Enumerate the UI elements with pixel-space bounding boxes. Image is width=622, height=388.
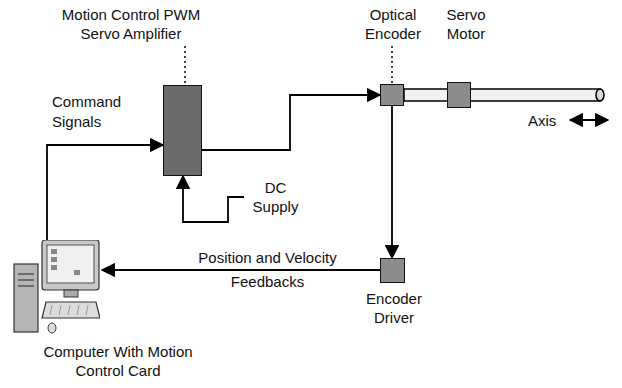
leader-line xyxy=(391,46,393,83)
servo-motor-box: Servo Motor xyxy=(447,82,471,108)
leader-line xyxy=(184,46,186,84)
computer-icon: Computer With Motion Control Card xyxy=(12,240,100,335)
optical-encoder-box: Optical Encoder xyxy=(380,84,404,106)
computer-illustration xyxy=(12,240,100,335)
key-row xyxy=(59,305,61,315)
node-label: Motion Control PWM Servo Amplifier xyxy=(41,5,221,43)
node-label: Computer With Motion Control Card xyxy=(18,342,218,380)
signal-connector xyxy=(391,106,393,258)
screen-icon xyxy=(51,257,57,262)
signal-connector xyxy=(202,95,380,150)
mouse xyxy=(48,323,56,333)
drive-slot xyxy=(18,273,34,275)
key-row xyxy=(77,305,79,315)
signal-connector xyxy=(47,145,163,240)
motor-shaft xyxy=(404,89,600,101)
signal-label: Position and Velocity Feedbacks xyxy=(185,246,350,294)
drive-slot xyxy=(18,279,34,281)
screen-icon xyxy=(51,265,57,270)
signal-connector xyxy=(183,176,244,222)
dc-supply: DC Supply xyxy=(248,178,303,218)
node-label: Encoder Driver xyxy=(356,289,432,327)
pc-tower xyxy=(14,264,38,332)
monitor-stand xyxy=(64,290,78,297)
key-row xyxy=(68,305,70,315)
keyboard xyxy=(42,302,100,318)
node-label: Servo Motor xyxy=(433,5,499,43)
signal-label: Command Signals xyxy=(52,92,132,132)
signal-connector xyxy=(102,269,380,271)
servo-amplifier-box: Motion Control PWM Servo Amplifier xyxy=(163,85,202,176)
monitor-screen xyxy=(47,245,94,283)
drive-slot xyxy=(18,285,34,287)
key-row xyxy=(86,305,88,315)
key-row xyxy=(50,305,52,315)
node-label: DC Supply xyxy=(248,178,303,216)
axis-arrow xyxy=(570,119,608,121)
screen-icon xyxy=(51,249,57,254)
shaft-end xyxy=(596,89,604,101)
screen-icon xyxy=(74,270,80,275)
node-label: Optical Encoder xyxy=(351,5,435,43)
axis-label: Axis xyxy=(528,111,568,130)
encoder-driver-box: Encoder Driver xyxy=(380,258,405,283)
monitor xyxy=(42,240,99,290)
